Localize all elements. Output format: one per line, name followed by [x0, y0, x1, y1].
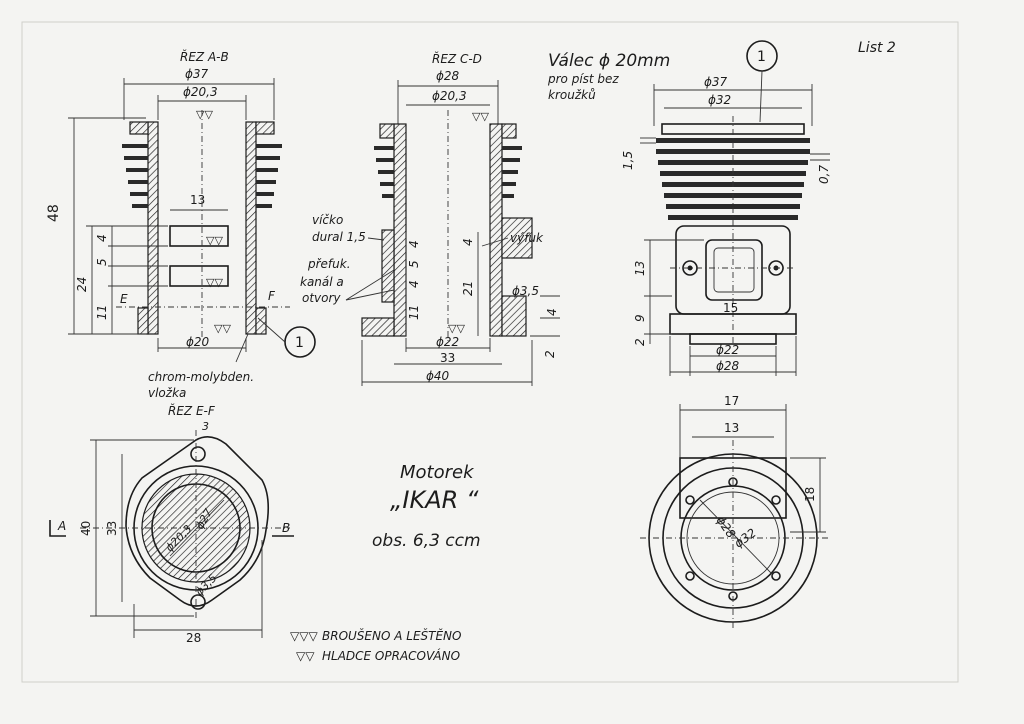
- section-cd-view: ŘEZ C-D ϕ28 ϕ20,3 ▽▽ ▽▽ víčko dural 1,5 …: [300, 51, 560, 386]
- dim-side-d22: ϕ22: [716, 343, 739, 357]
- dim-ef-h33: 33: [105, 521, 119, 536]
- dim-ef-h40: 40: [79, 521, 93, 536]
- label-transfer2: kanál a: [300, 275, 344, 289]
- svg-text:▽▽: ▽▽: [448, 322, 465, 335]
- title-line2: „IKAR “: [390, 486, 479, 514]
- dim-cd-h4: 4: [407, 240, 421, 248]
- dim-ab-w13: 13: [190, 193, 205, 207]
- svg-text:▽▽: ▽▽: [206, 276, 223, 289]
- title-line1: Motorek: [400, 462, 475, 483]
- svg-text:▽▽: ▽▽: [206, 234, 223, 247]
- dim-ef-d3: 3: [202, 420, 209, 433]
- sheet-label: List 2: [858, 40, 896, 56]
- title-line3: obs. 6,3 ccm: [372, 531, 481, 551]
- legend-text-2: HLADCE OPRACOVÁNO: [322, 648, 460, 663]
- dim-side-d37: ϕ37: [704, 75, 728, 89]
- dim-bottom-h18: 18: [803, 487, 817, 502]
- dim-side-d32: ϕ32: [708, 93, 731, 107]
- dim-cd-w33: 33: [440, 351, 455, 365]
- label-transfer1: přefuk.: [307, 257, 351, 271]
- dim-ab-d203: ϕ20,3: [183, 85, 218, 99]
- dim-cd-h4c: 4: [461, 238, 475, 246]
- cylinder-side-view: ϕ37 ϕ32 1,5 0,7: [621, 75, 831, 376]
- label-cover: víčko: [312, 213, 343, 227]
- mark-f: F: [268, 289, 276, 303]
- note-liner-line2: vložka: [148, 386, 186, 400]
- note-liner-line1: chrom-molybden.: [148, 370, 254, 384]
- dim-side-h9: 9: [633, 314, 647, 322]
- part-number-balloon-ab: 1: [295, 335, 304, 351]
- dim-cd-d28: ϕ28: [436, 69, 460, 83]
- legend-text-1: BROUŠENO A LEŠTĚNO: [322, 628, 461, 643]
- svg-text:▽▽: ▽▽: [472, 110, 489, 123]
- cylinder-title: Válec ϕ 20mm: [548, 51, 670, 71]
- title-block: Motorek „IKAR “ obs. 6,3 ccm: [372, 462, 481, 551]
- dim-cd-h21: 21: [461, 281, 475, 296]
- section-ef-title: ŘEZ E-F: [168, 403, 216, 418]
- dim-cd-h5: 5: [407, 260, 421, 268]
- label-exhaust: výfuk: [510, 231, 544, 245]
- dim-cd-d203: ϕ20,3: [432, 89, 467, 103]
- legend-symbol-2: ▽▽: [296, 649, 315, 663]
- dim-side-h15: 1,5: [621, 151, 635, 170]
- section-cd-title: ŘEZ C-D: [432, 51, 482, 66]
- legend-symbol-1: ▽▽▽: [290, 629, 318, 643]
- dim-side-h07: 0,7: [817, 165, 831, 184]
- dim-side-h13: 13: [633, 261, 647, 276]
- cylinder-note-line1: pro píst bez: [547, 72, 619, 86]
- surface-finish-legend: ▽▽▽ BROUŠENO A LEŠTĚNO ▽▽ HLADCE OPRACOV…: [290, 628, 461, 663]
- dim-ab-h48: 48: [46, 204, 62, 222]
- dim-bottom-w17: 17: [724, 394, 739, 408]
- dim-side-h2: 2: [633, 338, 647, 346]
- dim-cd-h4d: 4: [545, 308, 559, 316]
- dim-ab-h4: 4: [95, 234, 109, 242]
- section-ab-title: ŘEZ A-B: [180, 49, 229, 64]
- cut-mark-a: A: [57, 519, 66, 533]
- svg-text:▽▽: ▽▽: [196, 108, 213, 121]
- section-ef-view: ŘEZ E-F ϕ20,3 ϕ27 3 ϕ3,5 40 33 28 A B: [49, 403, 294, 645]
- dim-ab-d37: ϕ37: [185, 67, 209, 81]
- dim-cd-h11: 11: [407, 305, 421, 320]
- cylinder-note-line2: kroužků: [548, 88, 596, 102]
- dim-ab-h24: 24: [75, 277, 89, 292]
- cut-mark-b: B: [282, 521, 290, 535]
- dim-cd-d22: ϕ22: [436, 335, 459, 349]
- label-transfer3: otvory: [302, 291, 341, 305]
- part-number-balloon-top: 1: [746, 40, 778, 123]
- dim-ef-w28: 28: [186, 631, 201, 645]
- dim-side-w15: 15: [723, 301, 738, 315]
- dim-bottom-w13: 13: [724, 421, 739, 435]
- dim-cd-h4b: 4: [407, 280, 421, 288]
- dim-ab-d20: ϕ20: [186, 335, 210, 349]
- label-dural: dural 1,5: [312, 230, 366, 244]
- svg-text:1: 1: [757, 49, 766, 65]
- mark-e: E: [120, 292, 128, 306]
- section-ab-view: ŘEZ A-B ϕ37 ϕ20,3 13: [46, 49, 316, 400]
- svg-text:▽▽: ▽▽: [214, 322, 231, 335]
- dim-cd-h2: 2: [543, 350, 557, 358]
- dim-ab-h5: 5: [95, 258, 109, 266]
- dim-cd-d40: ϕ40: [426, 369, 450, 383]
- dim-cd-d35: ϕ3,5: [512, 284, 539, 298]
- cylinder-bottom-view: 17 13 ϕ28 ϕ32 18: [640, 394, 830, 630]
- dim-ab-h11: 11: [95, 305, 109, 320]
- dim-side-d28: ϕ28: [716, 359, 740, 373]
